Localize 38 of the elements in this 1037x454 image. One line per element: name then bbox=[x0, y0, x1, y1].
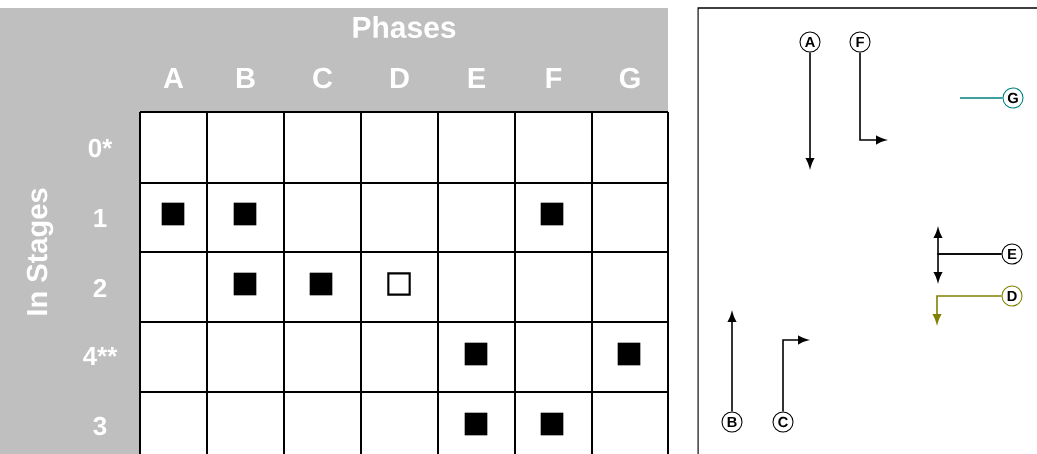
circled-letter: F bbox=[849, 31, 871, 53]
arrow bbox=[859, 51, 886, 145]
filled-square bbox=[464, 412, 488, 436]
circled-letter: G bbox=[1002, 87, 1024, 109]
circled-letter: A bbox=[799, 31, 821, 53]
row-label: 1 bbox=[94, 209, 107, 227]
arrow bbox=[805, 51, 815, 168]
filled-square bbox=[233, 272, 257, 296]
circled-letter: E bbox=[1001, 243, 1023, 265]
circled-letter: B bbox=[721, 411, 743, 433]
filled-square bbox=[233, 202, 257, 226]
column-label: D bbox=[390, 68, 409, 88]
row-label: 3 bbox=[93, 416, 107, 436]
hollow-square bbox=[387, 272, 411, 296]
header-label: Phases bbox=[353, 16, 456, 38]
filled-square bbox=[617, 342, 641, 366]
column-label: B bbox=[236, 68, 255, 88]
filled-square bbox=[540, 202, 564, 226]
filled-square bbox=[540, 412, 564, 436]
arrow bbox=[933, 253, 1003, 282]
arrow bbox=[782, 335, 808, 413]
filled-square bbox=[464, 342, 488, 366]
column-label: G bbox=[619, 67, 640, 89]
line bbox=[959, 97, 1004, 99]
header-label: In Stages bbox=[26, 188, 54, 315]
column-label: C bbox=[313, 67, 333, 89]
column-label: F bbox=[546, 68, 562, 88]
row-label: 0* bbox=[88, 138, 113, 158]
circled-letter: D bbox=[1001, 285, 1023, 307]
column-label: E bbox=[468, 68, 486, 88]
filled-square bbox=[309, 272, 333, 296]
arrow bbox=[727, 312, 737, 413]
row-label: 2 bbox=[93, 278, 107, 298]
filled-square bbox=[161, 202, 185, 226]
circled-letter: C bbox=[772, 411, 794, 433]
arrow bbox=[932, 295, 1003, 324]
row-label: 4** bbox=[83, 347, 118, 365]
column-label: A bbox=[163, 68, 184, 88]
